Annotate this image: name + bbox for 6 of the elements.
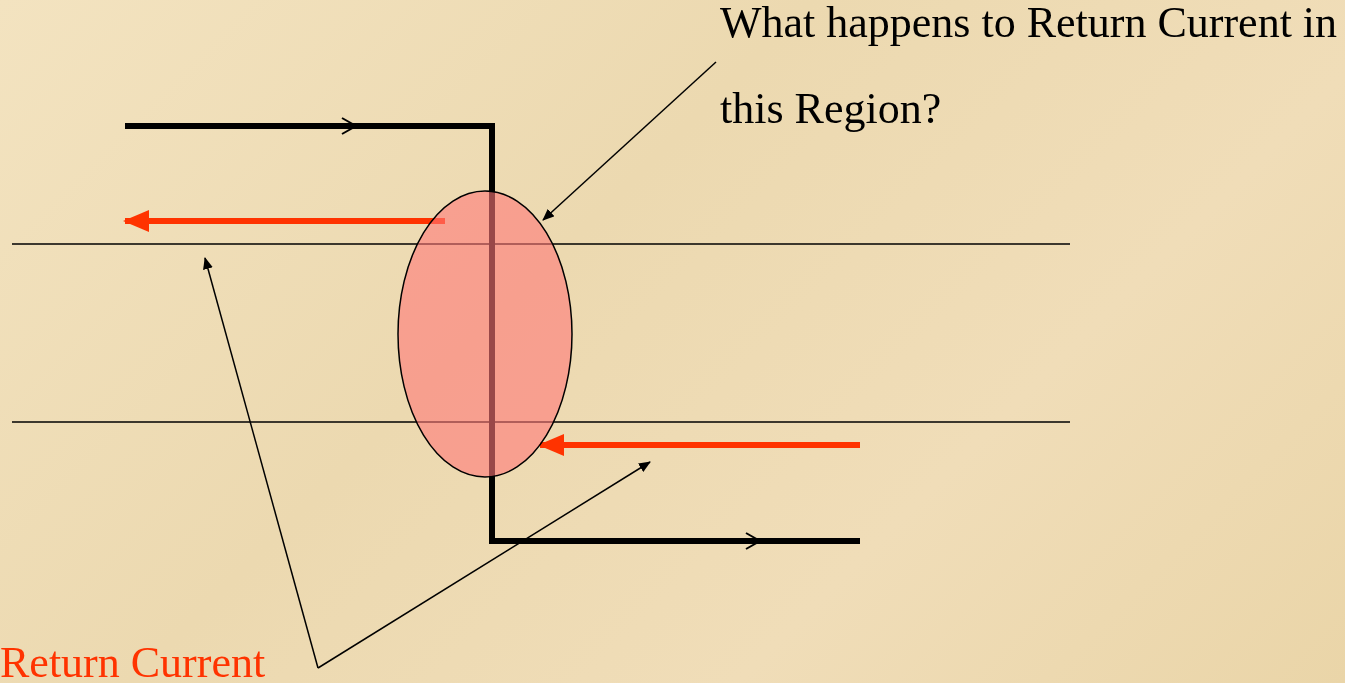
- question-text: What happens to Return Current in this Region?: [720, 0, 1340, 152]
- return-current-label: Return Current: [0, 620, 300, 683]
- leader-line: [542, 61, 717, 221]
- leader-line: [317, 461, 651, 669]
- region-ellipse: [397, 190, 573, 478]
- leader-line: [203, 257, 319, 669]
